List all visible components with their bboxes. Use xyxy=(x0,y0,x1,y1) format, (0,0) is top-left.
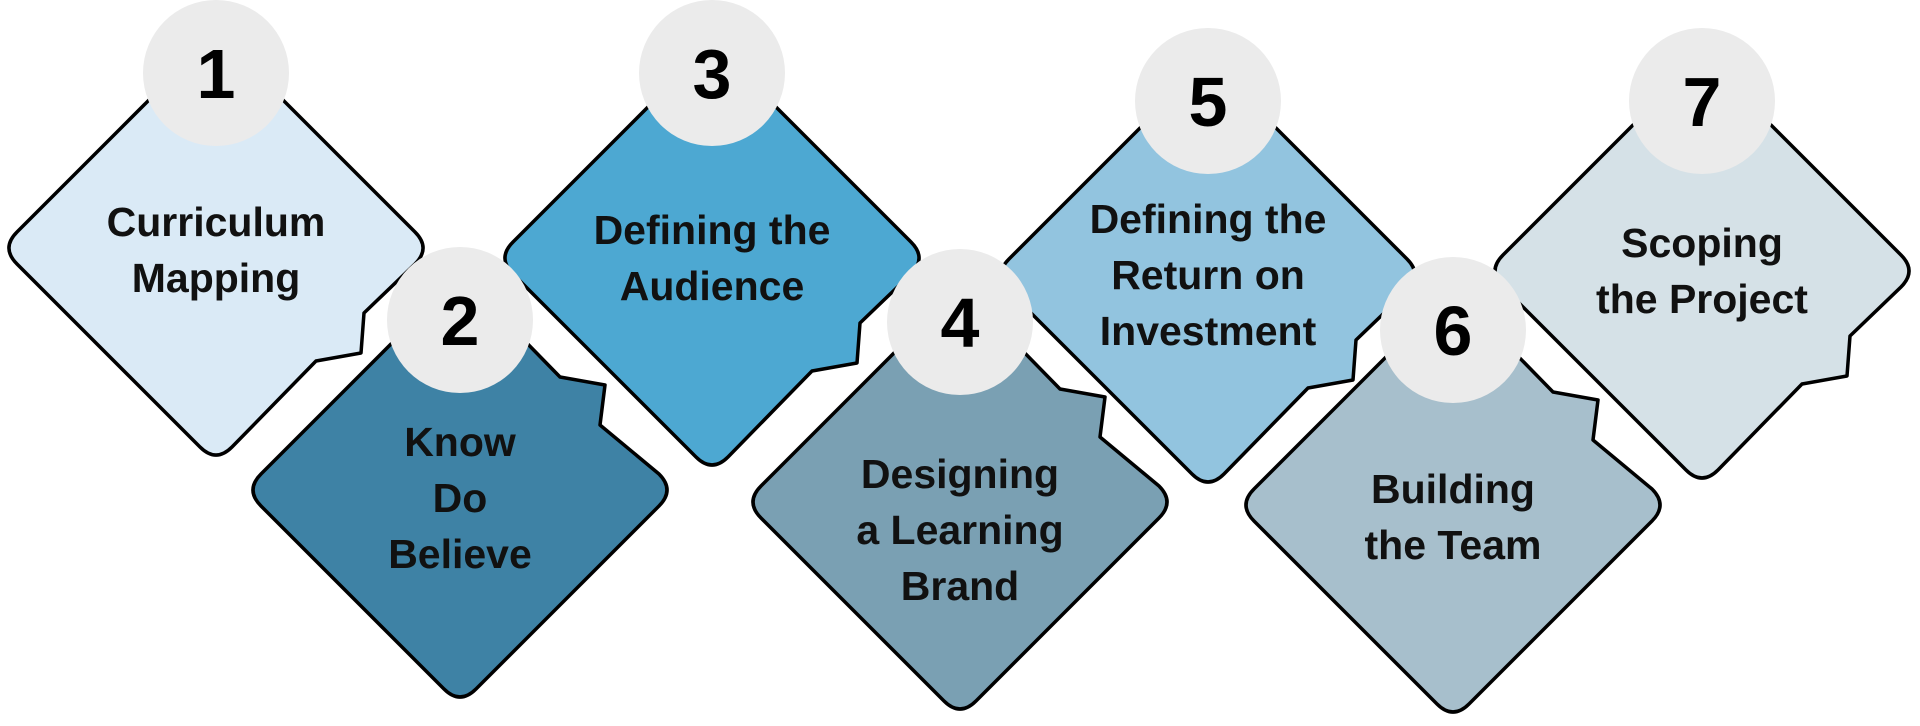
step-1-label-line: Mapping xyxy=(132,255,301,301)
step-3-number: 3 xyxy=(693,35,732,113)
step-1-number: 1 xyxy=(197,35,236,113)
step-6-number-circle xyxy=(1380,257,1526,403)
step-4-number: 4 xyxy=(941,284,980,362)
step-5-number-circle xyxy=(1135,28,1281,174)
step-2-label-line: Know xyxy=(404,419,516,465)
step-7-number-circle xyxy=(1629,28,1775,174)
step-7-label-line: Scoping xyxy=(1621,220,1783,266)
step-3-label-line: Defining the xyxy=(594,207,831,253)
step-5-label-line: Investment xyxy=(1100,308,1317,354)
step-7-label-line: the Project xyxy=(1596,276,1808,322)
step-5-number: 5 xyxy=(1189,63,1228,141)
step-6-label-line: Building xyxy=(1371,466,1535,512)
step-4-label-line: Designing xyxy=(861,451,1059,497)
step-6-number: 6 xyxy=(1434,292,1473,370)
step-2-label-line: Do xyxy=(433,475,488,521)
step-7-number: 7 xyxy=(1683,63,1722,141)
step-3-label-line: Audience xyxy=(620,263,805,309)
step-6-label-line: the Team xyxy=(1365,522,1542,568)
step-5-label-line: Defining the xyxy=(1090,196,1327,242)
step-1-label-line: Curriculum xyxy=(107,199,326,245)
step-3-number-circle xyxy=(639,0,785,146)
step-4-label-line: Brand xyxy=(901,563,1019,609)
step-4-label-line: a Learning xyxy=(856,507,1063,553)
step-4-number-circle xyxy=(887,249,1033,395)
step-1-number-circle xyxy=(143,0,289,146)
step-2-label-line: Believe xyxy=(388,531,532,577)
step-2-number: 2 xyxy=(441,282,480,360)
step-5-label-line: Return on xyxy=(1111,252,1305,298)
step-2-number-circle xyxy=(387,247,533,393)
